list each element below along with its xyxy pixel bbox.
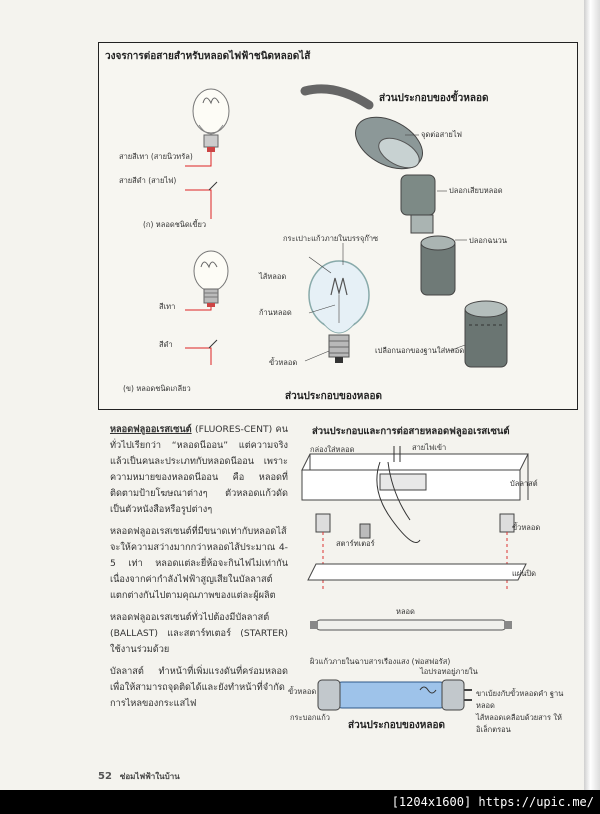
housing-label: กล่องใส่หลอด xyxy=(310,445,355,454)
article-heading: หลอดฟลูออเรสเซนต์ xyxy=(110,424,192,435)
cathode-label: ไส้หลอดเคลือบด้วยสาร ให้อิเล็กตรอน xyxy=(476,713,562,734)
page-footer: 52 ซ่อมไฟฟ้าในบ้าน xyxy=(98,770,180,783)
sleeve-label: ปลอกเสียบหลอด xyxy=(449,186,503,195)
filament-label: ไส้หลอด xyxy=(259,272,287,281)
bulb-b-drawing xyxy=(193,250,229,307)
tube-label: หลอด xyxy=(396,607,415,616)
starter-label: สตาร์ทเตอร์ xyxy=(336,539,375,548)
fluorescent-figure-title: ส่วนประกอบและการต่อสายหลอดฟลูออเรสเซนต์ xyxy=(312,426,510,437)
wire-black-label: สายสีดำ (สายไฟ) xyxy=(119,176,177,185)
pins-label: ขาเบ้ยงกับขั้วหลอดคำ ฐานหลอด xyxy=(476,689,564,710)
incandescent-figure: วงจรการต่อสายสำหรับหลอดไฟฟ้าชนิดหลอดไส้ xyxy=(98,42,578,410)
tube-cutaway-drawing xyxy=(317,679,472,711)
fluorescent-illustration xyxy=(301,446,529,711)
paragraph-3: หลอดฟลูออเรสเซนต์ทั่วไปต้องมีบัลลาสต์ (B… xyxy=(110,612,288,655)
book-spine xyxy=(584,0,600,790)
socket-drawing xyxy=(300,84,508,368)
figure-title: วงจรการต่อสายสำหรับหลอดไฟฟ้าชนิดหลอดไส้ xyxy=(105,51,311,62)
wire-white-label: สายสีเทา (สายนิวทรัล) xyxy=(119,152,193,161)
paragraph-1-text: (FLUORES-CENT) คนทั่วไปเรียกว่า “หลอดนีอ… xyxy=(110,424,288,515)
stem-label: ก้านหลอด xyxy=(259,308,292,317)
book-title: ซ่อมไฟฟ้าในบ้าน xyxy=(119,772,180,781)
ballast-label: บัลลาสต์ xyxy=(510,479,538,488)
insulator-label: ปลอกฉนวน xyxy=(469,236,507,245)
housing-drawing xyxy=(301,446,529,543)
glass-tube-label: กระบอกแก้ว xyxy=(290,713,330,722)
paragraph-4: บัลลาสต์ ทำหน้าที่เพิ่มแรงดันที่คร่อมหลอ… xyxy=(110,666,288,709)
glass-label: กระเปาะแก้วภายในบรรจุก๊าซ xyxy=(283,234,379,243)
tube-heading: ส่วนประกอบของหลอด xyxy=(348,720,445,731)
endcap-label: ขั้วหลอด xyxy=(288,687,317,696)
large-bulb-drawing xyxy=(308,260,370,363)
book-page: วงจรการต่อสายสำหรับหลอดไฟฟ้าชนิดหลอดไส้ xyxy=(0,0,584,790)
paragraph-1: หลอดฟลูออเรสเซนต์ (FLUORES-CENT) คนทั่วไ… xyxy=(110,422,288,518)
terminal-label: จุดต่อสายไฟ xyxy=(421,130,462,139)
paragraph-2: หลอดฟลูออเรสเซนต์ที่มีขนาดเท่ากับหลอดไส้… xyxy=(110,526,288,601)
bulb-heading: ส่วนประกอบของหลอด xyxy=(285,391,382,402)
base-label: ขั้วหลอด xyxy=(269,358,298,367)
incandescent-illustration xyxy=(185,84,508,368)
supply-wire-label: สายไฟเข้า xyxy=(412,443,447,452)
watermark: [1204x1600] https://upic.me/ xyxy=(0,790,600,814)
holder-label: ขั้วหลอด xyxy=(512,523,541,532)
tube-drawing xyxy=(310,619,512,631)
caption-b: (ข) หลอดชนิดเกลียว xyxy=(123,384,191,393)
cover-drawing xyxy=(307,563,527,581)
shell-label: เปลือกนอกของฐานใส่หลอด xyxy=(375,346,465,355)
caption-a: (ก) หลอดชนิดเขี้ยว xyxy=(143,220,207,229)
cover-label: แผ่นปิด xyxy=(512,569,536,578)
black-wire-label: สีดำ xyxy=(159,340,173,349)
coating-label: ผิวแก้วภายในฉาบสารเรืองแสง (ฟอสฟอรัส) xyxy=(310,657,451,666)
bulb-a-drawing xyxy=(192,88,230,152)
socket-heading: ส่วนประกอบของขั้วหลอด xyxy=(379,93,489,104)
gray-wire-label: สีเทา xyxy=(159,302,176,311)
page-number: 52 xyxy=(98,771,112,782)
article-text: หลอดฟลูออเรสเซนต์ (FLUORES-CENT) คนทั่วไ… xyxy=(110,422,288,718)
gas-label: ไอปรอทอยู่ภายใน xyxy=(420,667,478,676)
